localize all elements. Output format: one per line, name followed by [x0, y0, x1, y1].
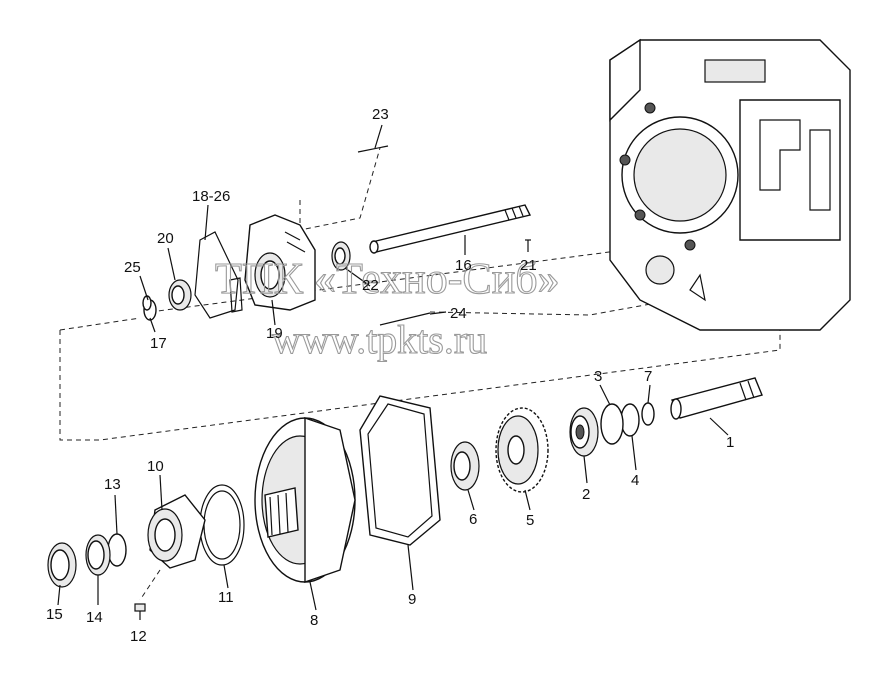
part-24-bolt: [379, 312, 431, 326]
label-25: 25: [124, 259, 141, 276]
label-24: 24: [450, 305, 467, 322]
part-16-shaft: [369, 204, 532, 254]
label-18-26: 18-26: [192, 188, 230, 205]
part-12-bolt: [134, 603, 146, 620]
part-6-bearing: [450, 441, 480, 491]
label-3: 3: [594, 368, 602, 385]
label-7: 7: [644, 368, 652, 385]
label-15: 15: [46, 606, 63, 623]
label-8: 8: [310, 612, 318, 629]
label-5: 5: [526, 512, 534, 529]
part-4-ring: [620, 403, 640, 437]
part-19-pump-body: [244, 214, 316, 311]
part-9-gasket: [359, 395, 441, 546]
part-21-pin: [525, 239, 531, 252]
part-2-bearing: [569, 407, 599, 457]
label-19: 19: [266, 325, 283, 342]
label-6: 6: [469, 511, 477, 528]
watermark-line1: ТПК «Техно-Сиб»: [215, 254, 560, 303]
part-13-ring: [107, 533, 127, 567]
label-12: 12: [130, 628, 147, 645]
part-7-ring: [641, 402, 655, 426]
part-5-gear: [495, 407, 549, 493]
label-13: 13: [104, 476, 121, 493]
part-22-bearing: [331, 241, 351, 271]
part-18-gasket: [194, 231, 243, 319]
part-8-cover: [254, 417, 356, 583]
part-15-cap: [47, 542, 77, 588]
label-2: 2: [582, 486, 590, 503]
label-1: 1: [726, 434, 734, 451]
part-labels: 1 2 3 4 5 6 7 8 9 10 11 12 13 14 15 16 1…: [46, 106, 734, 645]
label-22: 22: [362, 277, 379, 294]
label-17: 17: [150, 335, 167, 352]
label-21: 21: [520, 257, 537, 274]
part-14-seal: [85, 534, 111, 576]
label-11: 11: [218, 589, 234, 606]
part-23-bolt: [357, 145, 389, 153]
part-11-gasket: [199, 484, 245, 566]
leader-lines: [57, 124, 729, 611]
part-3-ring: [600, 403, 624, 445]
part-1-shaft: [670, 377, 763, 420]
watermark-line2: www.tpkts.ru: [272, 317, 487, 362]
part-20-bearing: [168, 279, 192, 311]
part-10-flange: [147, 494, 206, 569]
label-20: 20: [157, 230, 174, 247]
label-9: 9: [408, 591, 416, 608]
label-14: 14: [86, 609, 103, 626]
label-4: 4: [631, 472, 639, 489]
transmission-housing: [609, 38, 851, 331]
label-16: 16: [455, 257, 472, 274]
label-10: 10: [147, 458, 164, 475]
label-23: 23: [372, 106, 389, 123]
